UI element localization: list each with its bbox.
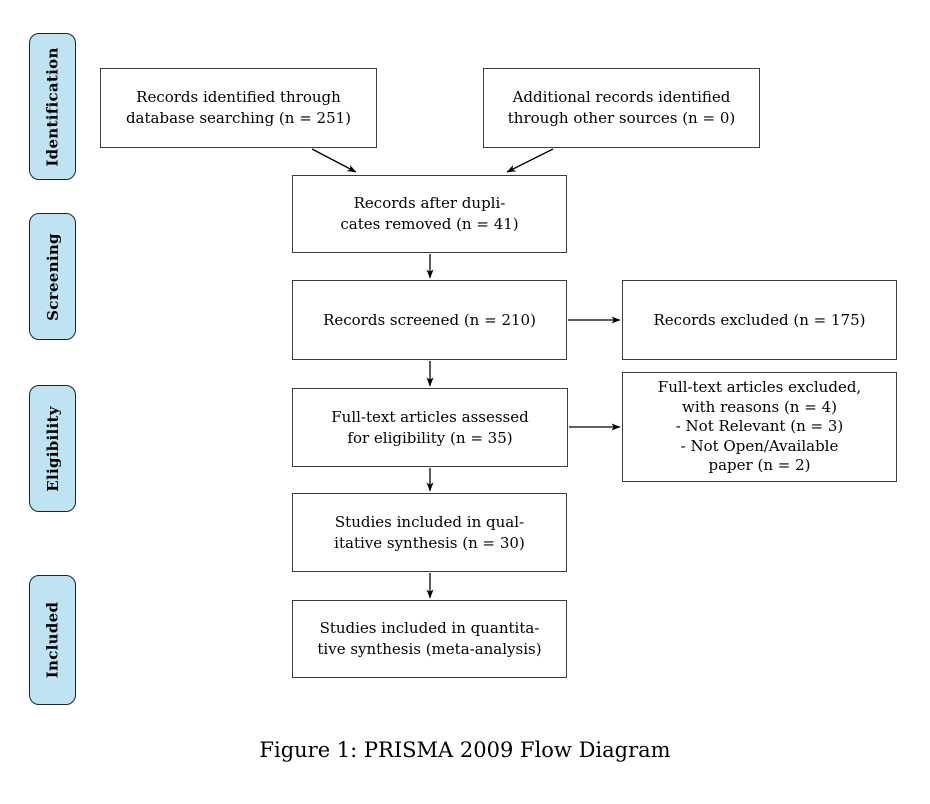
flow-box-duplicates-removed: Records after dupli- cates removed (n = … <box>292 175 567 253</box>
flow-box-qualitative-synthesis: Studies included in qual- itative synthe… <box>292 493 567 572</box>
flow-box-quantitative-synthesis: Studies included in quantita- tive synth… <box>292 600 567 678</box>
stage-label-identification-text: Identification <box>43 46 62 167</box>
arrow-identified-to-duplicates <box>311 148 357 173</box>
flow-box-records-identified: Records identified through database sear… <box>100 68 377 148</box>
stage-label-eligibility: Eligibility <box>29 385 76 512</box>
flow-box-additional-records: Additional records identified through ot… <box>483 68 760 148</box>
stage-label-screening-text: Screening <box>43 232 62 321</box>
stage-label-screening: Screening <box>29 213 76 340</box>
flow-box-records-screened: Records screened (n = 210) <box>292 280 567 360</box>
flow-box-fulltext-assessed: Full-text articles assessed for eligibil… <box>292 388 568 467</box>
flow-box-fulltext-excluded: Full-text articles excluded, with reason… <box>622 372 897 482</box>
flow-box-records-excluded: Records excluded (n = 175) <box>622 280 897 360</box>
stage-label-identification: Identification <box>29 33 76 180</box>
arrow-additional-to-duplicates <box>506 148 554 173</box>
stage-label-eligibility-text: Eligibility <box>43 405 62 492</box>
stage-label-included-text: Included <box>43 601 62 679</box>
stage-label-included: Included <box>29 575 76 705</box>
figure-caption: Figure 1: PRISMA 2009 Flow Diagram <box>259 738 671 762</box>
